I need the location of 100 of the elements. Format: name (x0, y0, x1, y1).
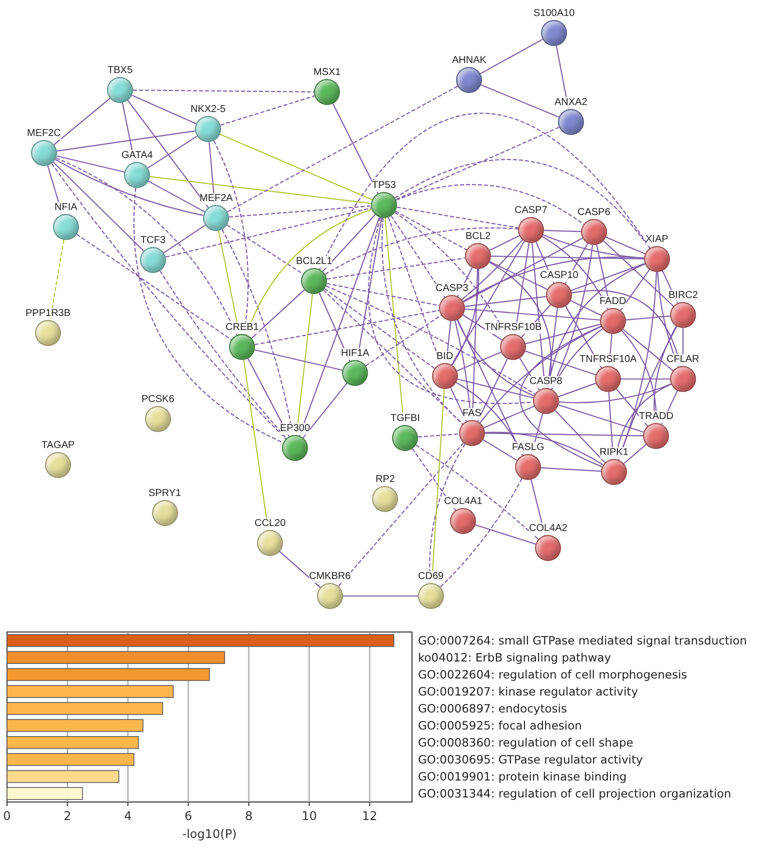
protein-label: PPP1R3B (26, 308, 71, 320)
interaction-line (226, 224, 304, 274)
tick-label: 0 (3, 809, 11, 823)
interaction-line (620, 269, 650, 311)
interaction-line (450, 387, 467, 422)
interaction-line (542, 236, 608, 310)
interaction-line (127, 100, 209, 208)
tick-label: 10 (302, 809, 317, 823)
interaction-line (251, 289, 305, 339)
interaction-line (462, 314, 502, 340)
interaction-line (462, 256, 644, 302)
tick-label: 2 (64, 809, 72, 823)
interaction-line (520, 326, 602, 468)
interaction-line (544, 230, 582, 232)
protein-label: BCL2L1 (296, 256, 332, 268)
interaction-line (477, 358, 508, 422)
category-label: GO:0008360: regulation of cell shape (418, 736, 634, 750)
interaction-line (489, 235, 520, 251)
protein-label: COL4A1 (444, 496, 482, 508)
interaction-line (624, 444, 646, 464)
interaction-line (571, 262, 645, 292)
interaction-line (324, 227, 518, 275)
interaction-line (440, 478, 522, 588)
interaction-line (302, 382, 348, 438)
interaction-line (326, 286, 536, 395)
tick-label: 4 (124, 809, 132, 823)
interaction-line (558, 382, 596, 398)
interaction-line (489, 261, 548, 290)
category-label: GO:0019207: kinase regulator activity (418, 684, 638, 698)
interaction-line (148, 180, 205, 212)
interaction-line (279, 551, 321, 588)
protein-label: GATA4 (122, 150, 153, 162)
interaction-line (491, 256, 644, 260)
interaction-line (626, 316, 670, 320)
interaction-line (554, 410, 606, 463)
interaction-line (418, 433, 460, 438)
interaction-line (332, 103, 379, 194)
protein-label: MEF2C (27, 128, 61, 140)
interaction-line (616, 388, 648, 426)
protein-label: TGFBI (390, 413, 420, 425)
interaction-line (558, 404, 644, 433)
interaction-line (246, 208, 372, 335)
interaction-line (390, 216, 446, 298)
interaction-line (540, 467, 602, 472)
protein-label: NFIA (54, 202, 78, 214)
protein-label: FASLG (512, 442, 544, 454)
interaction-line (160, 270, 287, 439)
protein-label: HIF1A (341, 348, 370, 360)
interaction-line (51, 163, 286, 440)
interaction-line (464, 296, 546, 307)
protein-label: CCL20 (254, 518, 286, 530)
interaction-line (463, 238, 583, 302)
interaction-line (343, 595, 418, 597)
interaction-line (396, 126, 560, 200)
interaction-line (456, 320, 534, 396)
interaction-line (525, 324, 601, 344)
interaction-line (366, 314, 442, 366)
interaction-line (338, 442, 464, 587)
interaction-line (254, 310, 440, 346)
interaction-line (254, 349, 342, 371)
interaction-line (622, 328, 674, 372)
protein-label: COL4A2 (529, 523, 568, 535)
protein-label: XIAP (646, 234, 668, 246)
interaction-line (618, 272, 658, 460)
interaction-line (132, 94, 196, 124)
interaction-line (382, 218, 463, 424)
interaction-line (55, 159, 204, 216)
interaction-line (484, 406, 534, 428)
interaction-line (395, 210, 467, 250)
category-label: GO:0006897: endocytosis (418, 702, 567, 716)
interaction-line (368, 217, 534, 404)
protein-label: BIRC2 (668, 290, 698, 302)
interaction-line (227, 86, 458, 212)
interaction-line (451, 240, 525, 366)
interaction-line (298, 217, 380, 436)
protein-label: EP300 (280, 423, 310, 435)
interaction-line (228, 205, 372, 218)
interaction-line (76, 234, 232, 340)
interaction-line (452, 269, 480, 366)
interaction-line (462, 239, 523, 300)
protein-label: TP53 (372, 180, 396, 192)
category-label: ko04012: ErbB signaling pathway (418, 650, 612, 664)
protein-label: CREB1 (226, 322, 259, 334)
interaction-line (412, 448, 456, 511)
interaction-line (133, 188, 284, 444)
interaction-line (570, 300, 602, 316)
interaction-line (456, 352, 502, 372)
category-label: GO:0007264: small GTPase mediated signal transduction (418, 634, 747, 648)
interaction-line (52, 162, 144, 252)
interaction-line (603, 240, 674, 306)
tick-label: 6 (184, 809, 192, 823)
category-label: GO:0019901: protein kinase binding (418, 770, 627, 784)
protein-label: ANXA2 (554, 97, 588, 109)
interaction-line (558, 383, 672, 404)
protein-label: CASP8 (530, 376, 562, 388)
protein-label: CASP10 (540, 270, 578, 282)
interaction-line (457, 319, 523, 456)
interaction-line (525, 350, 596, 376)
protein-label: BID (436, 351, 454, 363)
protein-label: CFLAR (666, 354, 700, 366)
